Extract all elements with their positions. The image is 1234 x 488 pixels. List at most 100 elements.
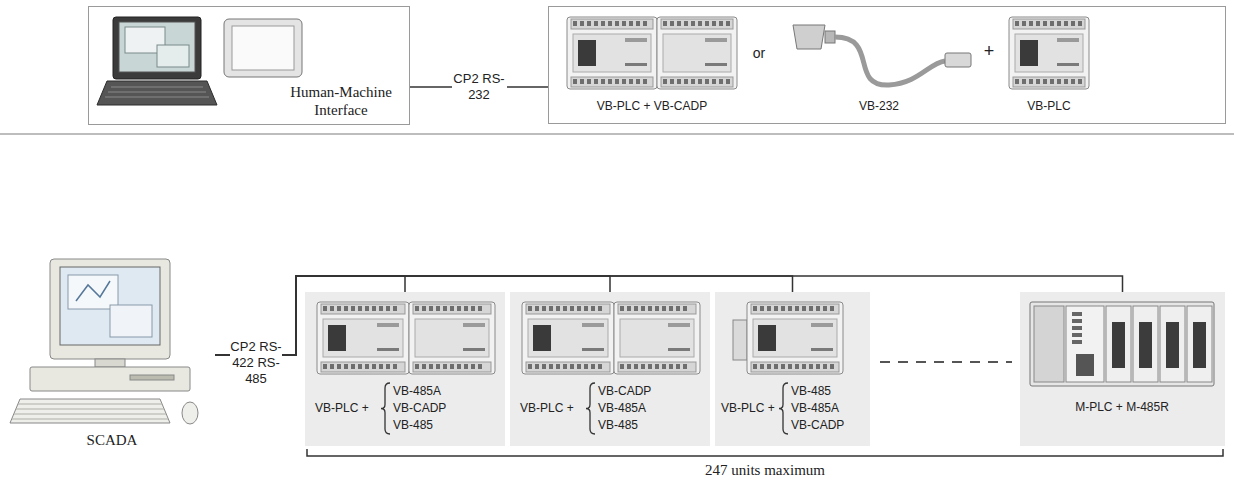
- status-led: [1072, 333, 1082, 337]
- terminal-screw: [429, 364, 433, 369]
- terminal-strip: [321, 304, 405, 314]
- terminal-strip: [321, 362, 405, 372]
- terminal-screw: [1029, 21, 1033, 26]
- device-label: VB-232: [859, 99, 899, 113]
- terminal-screw: [712, 21, 716, 26]
- plc-unit-tile: VB-PLC +VB-485AVB-CADPVB-485: [305, 292, 505, 446]
- terminal-screw: [608, 21, 612, 26]
- station-label: Human-Machine Interface: [279, 83, 403, 119]
- front-panel: [415, 319, 489, 357]
- device-label: VB-PLC: [1027, 99, 1070, 113]
- terminal-screw: [705, 21, 709, 26]
- terminal-screw: [816, 364, 820, 369]
- terminal-screw: [669, 364, 673, 369]
- power-module: [1034, 306, 1064, 382]
- terminal-screw: [663, 21, 667, 26]
- keyboard-row: [105, 97, 209, 98]
- device-illustration: [1020, 292, 1225, 446]
- io-connector: [1139, 322, 1152, 368]
- illustration-group: [97, 17, 302, 105]
- cpu-module: [1066, 306, 1104, 382]
- terminal-screw: [1043, 21, 1047, 26]
- terminal-screw: [450, 364, 454, 369]
- scada-station: SCADA: [10, 255, 215, 455]
- terminal-screw: [760, 364, 764, 369]
- terminal-screw: [1050, 79, 1054, 84]
- terminal-screw: [641, 306, 645, 311]
- front-panel: [620, 319, 694, 357]
- terminal-screw: [691, 79, 695, 84]
- terminal-screw: [573, 79, 577, 84]
- terminal-screw: [415, 306, 419, 311]
- keyboard-row: [14, 414, 166, 415]
- led-row: [1057, 63, 1079, 66]
- terminal-screw: [636, 21, 640, 26]
- brand-stripe: [1057, 38, 1079, 42]
- terminal-screw: [457, 364, 461, 369]
- terminal-screw: [1015, 79, 1019, 84]
- led-row: [625, 63, 647, 66]
- terminal-screw: [1078, 79, 1082, 84]
- display-window: [533, 325, 551, 351]
- terminal-screw: [577, 306, 581, 311]
- terminal-screw: [648, 306, 652, 311]
- display-window: [1020, 40, 1038, 66]
- led-row: [668, 348, 690, 351]
- terminal-strip: [1013, 19, 1085, 29]
- terminal-screw: [323, 306, 327, 311]
- terminal-screw: [587, 21, 591, 26]
- device-label: VB-PLC +: [315, 401, 369, 415]
- terminal-screw: [677, 79, 681, 84]
- laptop-base: [97, 81, 217, 105]
- terminal-screw: [379, 306, 383, 311]
- device-label: +: [984, 41, 995, 63]
- terminal-screw: [330, 364, 334, 369]
- terminal-screw: [753, 306, 757, 311]
- terminal-screw: [379, 364, 383, 369]
- device-label: VB-CADP: [393, 401, 446, 415]
- terminal-strip: [618, 304, 696, 314]
- keyboard-row: [16, 409, 164, 410]
- terminal-screw: [655, 306, 659, 311]
- terminal-screw: [570, 306, 574, 311]
- led-row: [582, 348, 604, 351]
- terminal-screw: [795, 306, 799, 311]
- terminal-screw: [809, 364, 813, 369]
- group-note: 247 units maximum: [705, 461, 825, 479]
- terminal-screw: [802, 306, 806, 311]
- terminal-screw: [774, 364, 778, 369]
- desktop-case: [30, 367, 190, 391]
- terminal-screw: [830, 306, 834, 311]
- device-label: VB-PLC + VB-CADP: [597, 99, 707, 113]
- device-label: VB-485: [791, 384, 831, 398]
- front-panel: [573, 34, 651, 72]
- keyboard-row: [111, 87, 203, 88]
- terminal-screw: [634, 306, 638, 311]
- terminal-screw: [648, 364, 652, 369]
- hmi-screen: [232, 26, 294, 70]
- station-label: SCADA: [87, 431, 138, 449]
- terminal-screw: [629, 79, 633, 84]
- terminal-screw: [323, 364, 327, 369]
- device-label: VB-CADP: [598, 384, 651, 398]
- terminal-screw: [594, 21, 598, 26]
- illustration-group: [1030, 302, 1214, 386]
- device-illustration: [10, 255, 215, 455]
- device-label: VB-485: [393, 418, 433, 432]
- terminal-screw: [587, 79, 591, 84]
- terminal-screw: [663, 79, 667, 84]
- terminal-screw: [1029, 79, 1033, 84]
- terminal-screw: [712, 79, 716, 84]
- terminal-strip: [661, 77, 733, 87]
- plc-body: [747, 302, 843, 374]
- terminal-screw: [1050, 21, 1054, 26]
- terminal-screw: [580, 79, 584, 84]
- plc-body: [657, 17, 737, 89]
- monitor-body: [50, 259, 170, 359]
- terminal-screw: [1078, 21, 1082, 26]
- front-panel: [323, 319, 403, 357]
- terminal-screw: [386, 306, 390, 311]
- screen-window: [157, 45, 189, 67]
- terminal-screw: [683, 364, 687, 369]
- terminal-screw: [788, 306, 792, 311]
